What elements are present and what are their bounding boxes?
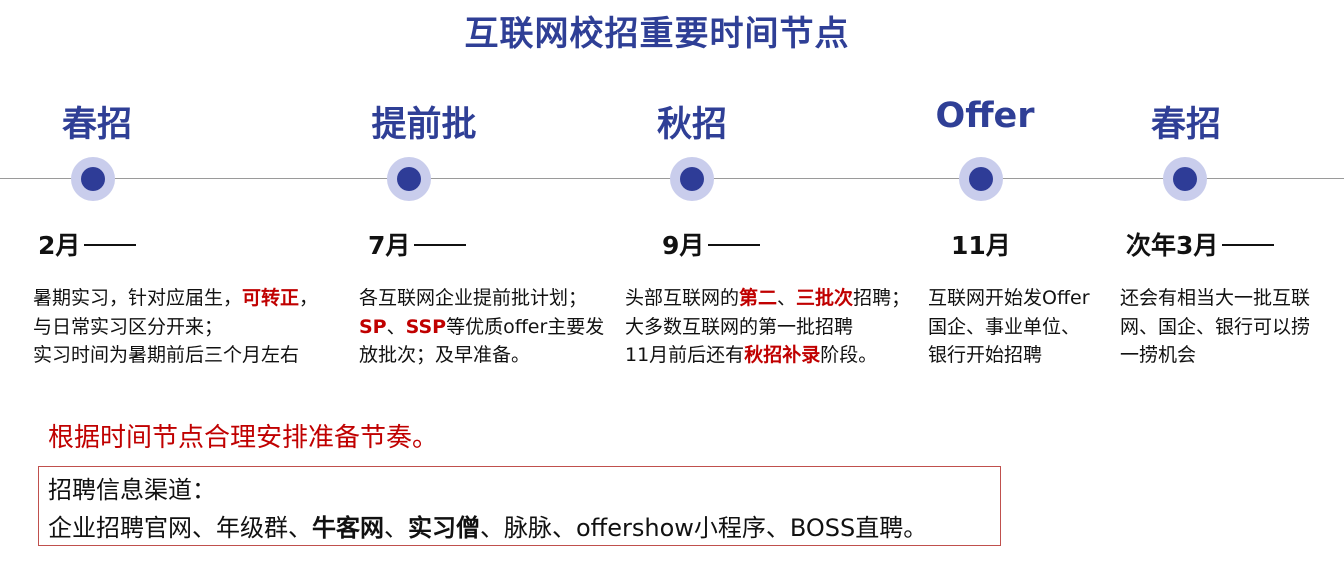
desc-text: 实习时间为暑期前后三个月左右 [33,344,300,366]
page-title: 互联网校招重要时间节点 [464,14,850,54]
channel-text: 企业招聘官网、年级群、 [48,514,312,542]
desc-highlight: 三批次 [796,287,854,309]
desc-text: 等优质offer主要发 [446,315,605,338]
desc-text: 一捞机会 [1120,344,1197,366]
desc-text: 11月前后还有 [625,344,745,366]
timeline-dot [1163,157,1207,201]
stage-label-next-spring: 春招 [1150,105,1221,145]
channel-text: 、脉脉、offershow小程序、BOSS直聘。 [480,514,928,542]
stage-description-next-spring: 还会有相当大一批互联 网、国企、银行可以捞 一捞机会 [1120,284,1340,370]
stage-label-spring: 春招 [61,105,132,145]
stage-label-autumn: 秋招 [656,105,727,145]
dash-line [708,244,761,246]
channel-bold: 实习僧 [408,514,480,542]
stage-description-offer: 互联网开始发Offer 国企、事业单位、 银行开始招聘 [928,284,1118,370]
desc-text: 、 [777,287,797,309]
desc-text: 网、国企、银行可以捞 [1120,315,1311,338]
month-label: 9月 [662,226,761,262]
month-text: 9月 [662,231,705,260]
dash-line [1222,244,1275,246]
dash-line [414,244,467,246]
timeline-dot [387,157,431,201]
timeline-dot-core [969,167,993,191]
desc-text: 头部互联网的 [625,287,740,309]
month-label: 11月 [951,226,1011,262]
month-text: 11月 [951,231,1011,260]
desc-text: 阶段。 [820,344,878,366]
desc-text: 放批次；及早准备。 [359,344,531,366]
timeline-dot-core [680,167,704,191]
desc-text: 与日常实习区分开来； [33,315,224,338]
desc-text: ， [299,287,319,309]
desc-text: 国企、事业单位、 [928,315,1081,338]
month-label: 7月 [368,226,467,262]
channel-text: 、 [384,514,408,542]
month-text: 次年3月 [1126,231,1219,260]
desc-text: 还会有相当大一批互联 [1120,287,1311,309]
stage-description-spring: 暑期实习，针对应届生，可转正， 与日常实习区分开来； 实习时间为暑期前后三个月左… [33,284,333,370]
desc-text: 互联网开始发Offer [928,287,1090,309]
desc-text: 暑期实习，针对应届生， [33,287,243,309]
timeline-dot [959,157,1003,201]
month-label: 次年3月 [1126,226,1275,262]
timeline-dot-core [397,167,421,191]
timeline-dot-core [1173,167,1197,191]
desc-highlight: SSP [405,315,447,338]
stage-description-autumn: 头部互联网的第二、三批次招聘； 大多数互联网的第一批招聘 11月前后还有秋招补录… [625,284,925,370]
desc-text: 各互联网企业提前批计划； [359,287,588,309]
desc-text: 、 [386,315,406,338]
channels-list: 企业招聘官网、年级群、牛客网、实习僧、脉脉、offershow小程序、BOSS直… [48,509,1000,547]
planning-tip: 根据时间节点合理安排准备节奏。 [48,423,439,453]
desc-highlight: SP [359,315,387,338]
month-text: 2月 [38,231,81,260]
desc-text: 银行开始招聘 [928,344,1043,366]
desc-highlight: 第二 [739,287,778,309]
month-label: 2月 [38,226,137,262]
month-text: 7月 [368,231,411,260]
channels-heading: 招聘信息渠道： [48,476,216,504]
desc-text: 大多数互联网的第一批招聘 [625,315,854,338]
stage-label-offer: Offer [935,96,1035,136]
timeline-dot-core [81,167,105,191]
dash-line [84,244,137,246]
recruitment-channels-box: 招聘信息渠道： 企业招聘官网、年级群、牛客网、实习僧、脉脉、offershow小… [38,466,1001,546]
desc-highlight: 秋招补录 [744,344,821,366]
channel-bold: 牛客网 [312,514,384,542]
timeline-dot [670,157,714,201]
stage-label-early-batch: 提前批 [371,105,477,145]
desc-highlight: 可转正 [242,287,300,309]
stage-description-early-batch: 各互联网企业提前批计划； SP、SSP等优质offer主要发 放批次；及早准备。 [359,284,619,370]
desc-text: 招聘； [853,287,911,309]
timeline-dot [71,157,115,201]
